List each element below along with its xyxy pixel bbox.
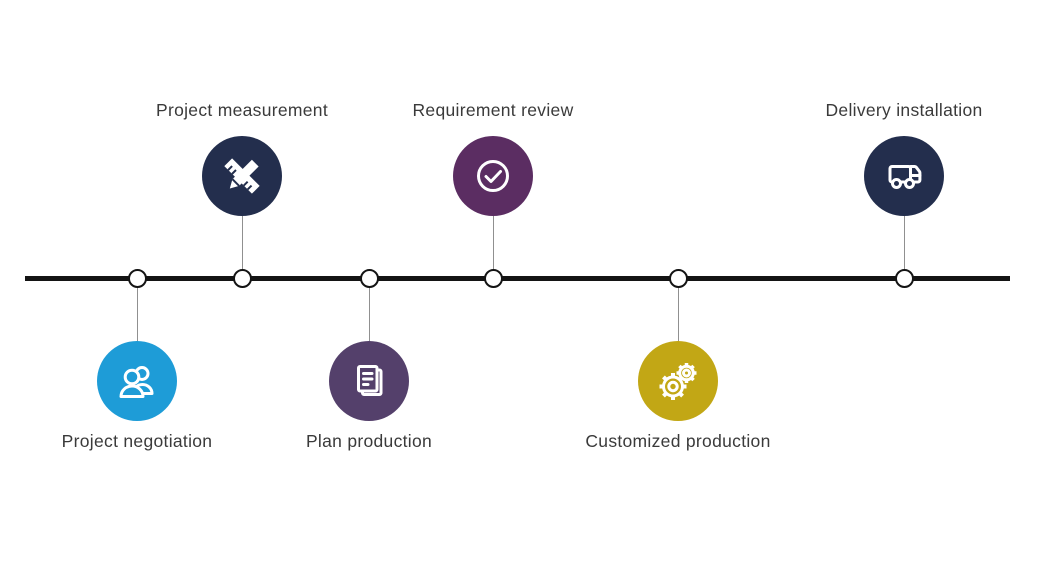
timeline-node xyxy=(359,268,379,288)
timeline-node xyxy=(127,268,147,288)
step-label: Requirement review xyxy=(412,100,574,120)
step-icon-circle xyxy=(329,341,409,421)
step-label: Project measurement xyxy=(155,100,329,120)
step-label: Customized production xyxy=(585,431,771,451)
step-icon-circle xyxy=(864,136,944,216)
connector-line xyxy=(492,215,494,270)
step-icon-circle xyxy=(97,341,177,421)
timeline-node xyxy=(668,268,688,288)
connector-line xyxy=(677,287,679,342)
step-icon-circle xyxy=(453,136,533,216)
check-circle-icon xyxy=(477,160,509,192)
timeline-axis xyxy=(25,276,1010,281)
truck-icon xyxy=(888,165,922,189)
timeline-node xyxy=(232,268,252,288)
step-label: Project negotiation xyxy=(61,431,213,451)
timeline-node xyxy=(483,268,503,288)
connector-line xyxy=(136,287,138,342)
step-label: Delivery installation xyxy=(825,100,983,120)
step-label: Plan production xyxy=(305,431,433,451)
ruler-pencil-icon xyxy=(224,158,260,194)
step-icon-circle xyxy=(638,341,718,421)
connector-line xyxy=(241,215,243,270)
step-icon-circle xyxy=(202,136,282,216)
gears-icon xyxy=(659,363,697,400)
connector-line xyxy=(368,287,370,342)
people-icon xyxy=(119,366,154,398)
connector-line xyxy=(903,215,905,270)
document-icon xyxy=(357,365,383,396)
timeline-node xyxy=(894,268,914,288)
